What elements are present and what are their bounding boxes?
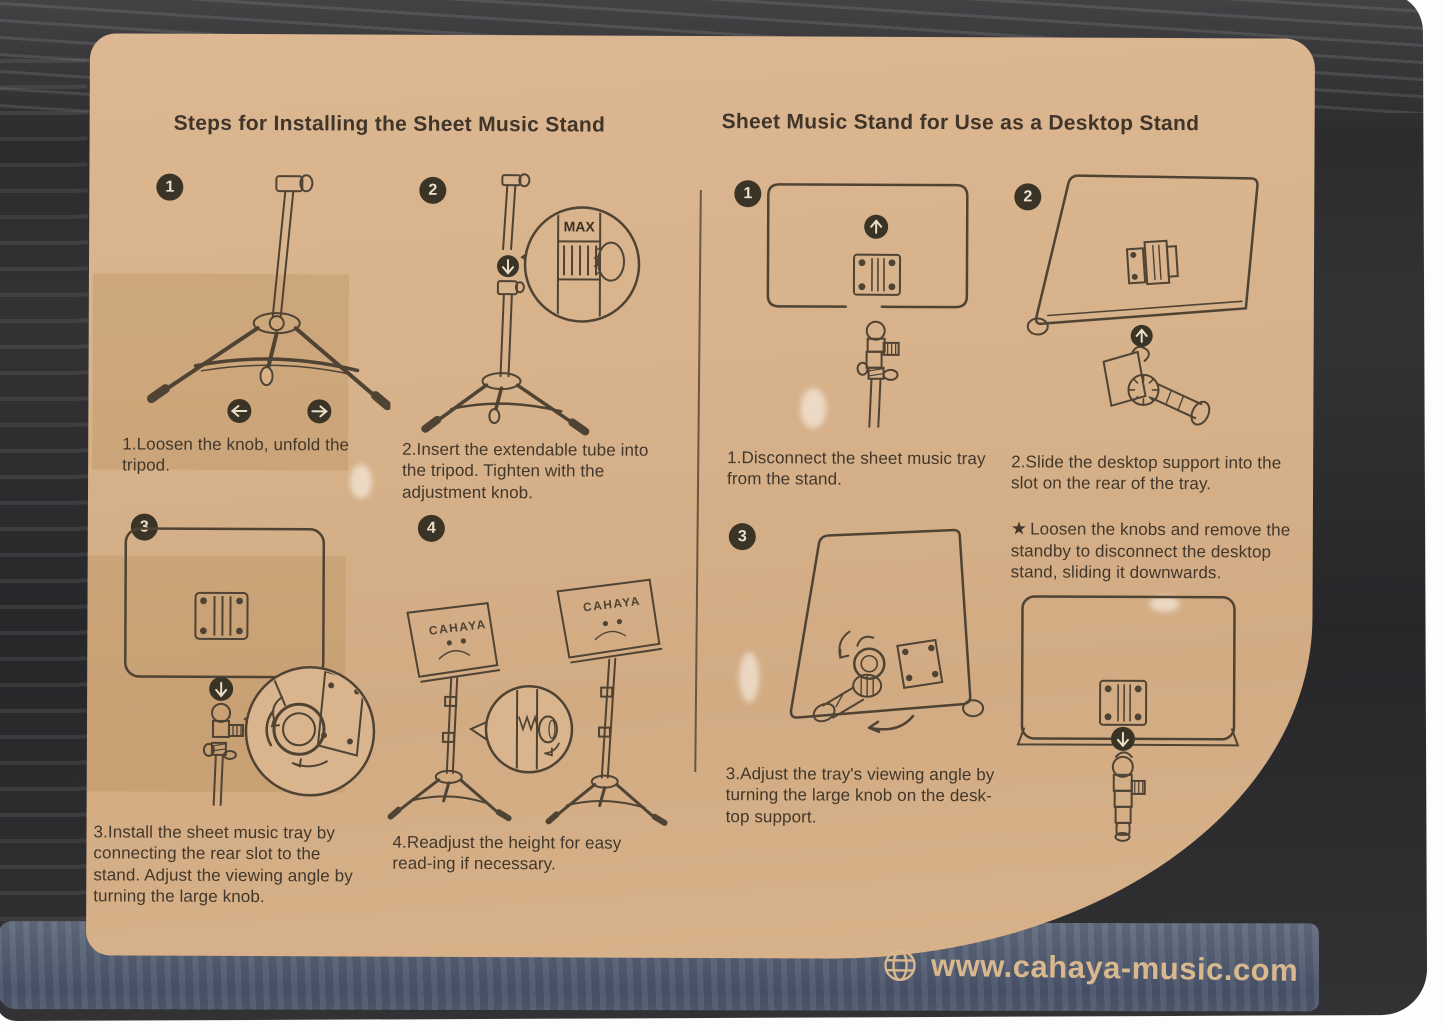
angle-adjust-diagram <box>717 515 1013 766</box>
zoom-callout <box>243 666 376 797</box>
desktop-rear-svg <box>1016 595 1240 842</box>
step-caption: 4.Readjust the height for easy read-ing … <box>392 832 622 874</box>
step-number: 4 <box>426 519 436 537</box>
down-arrow-icon <box>1110 726 1135 751</box>
brand-label: CAHAYA <box>428 617 487 638</box>
step-caption: 3.Install the sheet music tray by connec… <box>93 822 353 907</box>
max-label: MAX <box>564 218 596 234</box>
right-section-title: Sheet Music Stand for Use as a Desktop S… <box>721 110 1200 136</box>
step-caption: 3.Adjust the tray's viewing angle by tur… <box>725 764 995 827</box>
tripod-diagram-svg <box>146 174 392 424</box>
tube-insert-diagram: MAX <box>405 171 646 440</box>
brand-label: CAHAYA <box>582 594 641 615</box>
tripod-unfold-diagram <box>135 168 392 429</box>
tray-disconnect-svg <box>766 183 969 428</box>
footer-website: www.cahaya-music.com <box>882 947 1299 989</box>
height-adjust-diagram: CAHAYA CAHAYA <box>387 549 678 828</box>
height-adjust-svg: CAHAYA CAHAYA <box>387 578 668 826</box>
right-arrow-icon <box>307 399 332 424</box>
tray-install-diagram <box>117 502 383 813</box>
section-divider <box>694 189 702 772</box>
up-arrow-icon <box>864 214 889 239</box>
star-icon: ★ <box>1010 518 1028 539</box>
globe-icon <box>884 949 916 982</box>
left-arrow-icon <box>227 398 252 423</box>
zoom-callout <box>468 685 574 774</box>
step-badge: 4 <box>417 514 445 542</box>
support-slide-svg <box>1026 174 1259 426</box>
step-caption: 1.Loosen the knob, unfold the tripod. <box>122 434 350 476</box>
website-url: www.cahaya-music.com <box>930 947 1299 988</box>
angle-adjust-svg <box>789 528 985 734</box>
down-arrow-icon <box>209 676 234 701</box>
tube-insert-svg: MAX <box>421 173 641 436</box>
down-arrow-icon <box>497 255 520 278</box>
desktop-support-slide-diagram <box>1003 169 1296 446</box>
star-note: ★Loosen the knobs and remove the standby… <box>1011 517 1297 584</box>
step-caption: 2.Insert the extendable tube into the tr… <box>401 439 649 503</box>
instruction-label: Steps for Installing the Sheet Music Sta… <box>85 33 1316 961</box>
step-caption: 2.Slide the desktop support into the slo… <box>1011 452 1282 494</box>
tray-install-svg <box>124 527 376 806</box>
tray-disconnect-diagram <box>725 168 1004 445</box>
star-note-text: Loosen the knobs and remove the standby … <box>1010 519 1291 583</box>
up-arrow-icon <box>1130 324 1153 347</box>
left-section-title: Steps for Installing the Sheet Music Sta… <box>173 111 606 137</box>
box-corrugation-left <box>0 58 92 1022</box>
step-caption: 1.Disconnect the sheet music tray from t… <box>727 448 986 490</box>
desktop-stand-rear-diagram <box>1003 576 1294 889</box>
zoom-callout: MAX <box>520 206 641 323</box>
